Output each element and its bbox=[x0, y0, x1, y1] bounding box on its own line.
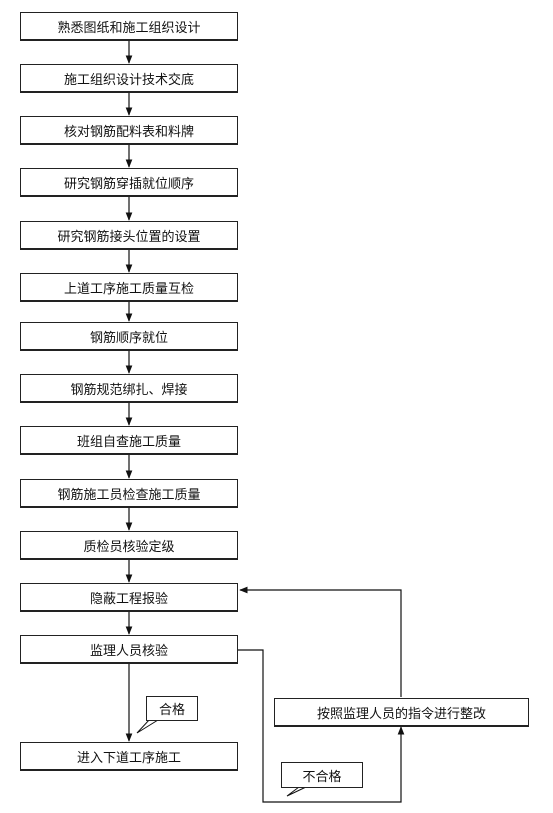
step-box-12: 隐蔽工程报验 bbox=[20, 583, 238, 612]
step-box-10: 钢筋施工员检查施工质量 bbox=[20, 479, 238, 508]
rework-connector-arrow bbox=[239, 586, 402, 697]
step-label: 钢筋顺序就位 bbox=[89, 330, 168, 346]
step-box-2: 施工组织设计技术交底 bbox=[20, 64, 238, 93]
step-label: 质检员核验定级 bbox=[83, 539, 175, 555]
pass-note-label: 合格 bbox=[158, 703, 185, 718]
step-box-9: 班组自查施工质量 bbox=[20, 426, 238, 455]
fail-note-pointer bbox=[286, 786, 307, 797]
step-box-7: 钢筋顺序就位 bbox=[20, 322, 238, 351]
step-box-11: 质检员核验定级 bbox=[20, 531, 238, 560]
step-label: 监理人员核验 bbox=[89, 643, 168, 659]
step-box-6: 上道工序施工质量互检 bbox=[20, 273, 238, 302]
step-label: 施工组织设计技术交底 bbox=[63, 72, 194, 88]
rectify-step-box: 按照监理人员的指令进行整改 bbox=[274, 698, 529, 727]
step-label: 熟悉图纸和施工组织设计 bbox=[57, 20, 201, 36]
step-box-5: 研究钢筋接头位置的设置 bbox=[20, 221, 238, 250]
step-box-8: 钢筋规范绑扎、焊接 bbox=[20, 374, 238, 403]
step-box-13: 监理人员核验 bbox=[20, 635, 238, 664]
step-label: 研究钢筋穿插就位顺序 bbox=[63, 176, 194, 192]
step-label: 钢筋施工员检查施工质量 bbox=[57, 487, 201, 503]
pass-note: 合格 bbox=[146, 696, 198, 721]
step-box-3: 核对钢筋配料表和料牌 bbox=[20, 116, 238, 145]
final-step-label: 进入下道工序施工 bbox=[76, 750, 181, 766]
rectify-step-label: 按照监理人员的指令进行整改 bbox=[316, 706, 486, 722]
fail-connector-arrow bbox=[238, 649, 405, 803]
step-label: 上道工序施工质量互检 bbox=[63, 281, 194, 297]
final-step-box: 进入下道工序施工 bbox=[20, 742, 238, 771]
step-label: 核对钢筋配料表和料牌 bbox=[63, 124, 194, 140]
step-label: 班组自查施工质量 bbox=[76, 434, 181, 450]
step-label: 研究钢筋接头位置的设置 bbox=[57, 229, 201, 245]
step-label: 钢筋规范绑扎、焊接 bbox=[70, 382, 188, 398]
fail-note-label: 不合格 bbox=[302, 769, 342, 785]
step-box-1: 熟悉图纸和施工组织设计 bbox=[20, 12, 238, 41]
fail-note: 不合格 bbox=[281, 762, 363, 788]
pass-note-pointer bbox=[136, 718, 159, 734]
step-box-4: 研究钢筋穿插就位顺序 bbox=[20, 168, 238, 197]
step-label: 隐蔽工程报验 bbox=[89, 591, 168, 607]
